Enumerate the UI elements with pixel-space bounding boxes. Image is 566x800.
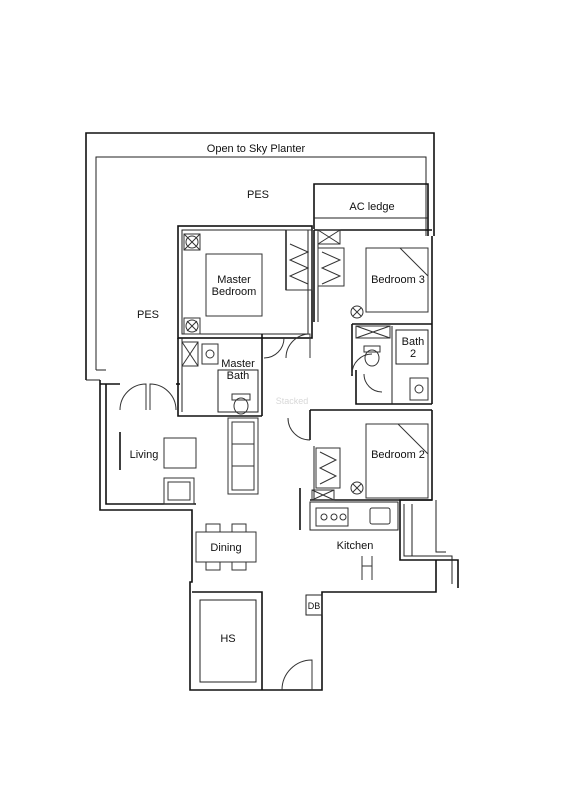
bath2-label-2: 2 bbox=[410, 348, 416, 360]
door-swing-icon bbox=[119, 333, 383, 691]
master-bath-label-1: Master bbox=[221, 358, 255, 370]
pes-left-label: PES bbox=[137, 309, 159, 321]
bath2-label-1: Bath bbox=[402, 336, 425, 348]
living-label: Living bbox=[130, 449, 159, 461]
hs-label: HS bbox=[220, 633, 235, 645]
master-bedroom-label-1: Master bbox=[217, 274, 251, 286]
kitchen-label: Kitchen bbox=[337, 540, 374, 552]
ac-ledge-box bbox=[313, 183, 429, 236]
bedroom3-label: Bedroom 3 bbox=[371, 274, 425, 286]
master-bath-walls bbox=[177, 338, 262, 417]
bedroom2-label: Bedroom 2 bbox=[371, 449, 425, 461]
master-bath-label-2: Bath bbox=[227, 370, 250, 382]
sofa-icon bbox=[163, 417, 259, 505]
watermark: Stacked bbox=[276, 396, 309, 406]
db-box bbox=[305, 594, 323, 616]
bedroom2-bed bbox=[365, 423, 429, 499]
planter-label: Open to Sky Planter bbox=[207, 143, 306, 155]
ac-ledge-label: AC ledge bbox=[349, 201, 394, 213]
master-bed bbox=[205, 253, 263, 317]
kitchen-counters bbox=[309, 501, 399, 531]
wardrobe-icon bbox=[285, 229, 345, 489]
pes-top-label: PES bbox=[247, 189, 269, 201]
dining-label: Dining bbox=[210, 542, 241, 554]
basin-icon bbox=[201, 343, 429, 401]
bedroom3-bed bbox=[365, 247, 429, 313]
toilet-icon bbox=[231, 345, 381, 415]
sink-icon bbox=[369, 507, 391, 525]
master-bedroom-label-2: Bedroom bbox=[212, 286, 257, 298]
exterior-walls bbox=[99, 236, 459, 691]
water-heater-icon bbox=[181, 229, 391, 501]
kitchen-fixture bbox=[361, 556, 373, 580]
stove-icon bbox=[315, 507, 349, 527]
planter-outline bbox=[85, 132, 435, 381]
dining-table-icon bbox=[195, 523, 257, 571]
bath2-walls bbox=[355, 326, 432, 405]
hs-walls bbox=[192, 591, 263, 690]
db-label: DB bbox=[308, 601, 321, 611]
